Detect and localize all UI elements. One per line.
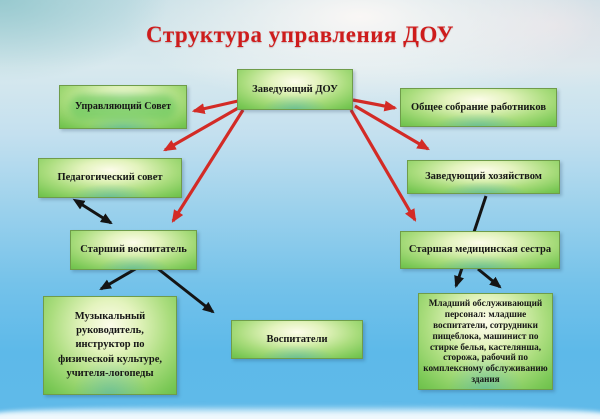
node-label: Младший обслуживающий персонал: младшие … xyxy=(423,298,548,385)
bottom-wave-decoration xyxy=(0,405,600,419)
arrow-starshiy-to-muzykalnyy xyxy=(99,266,138,291)
node-pedsovet: Педагогический совет xyxy=(38,158,182,198)
node-vospitateli: Воспитатели xyxy=(231,320,363,359)
node-zavhoz: Заведующий хозяйством xyxy=(407,160,560,194)
arrow-head-to-starshiy-vospitatel xyxy=(171,109,245,223)
arrow-head-to-zavhoz xyxy=(354,104,430,151)
page-title: Структура управления ДОУ xyxy=(146,22,454,47)
node-starshiy-vospitatel: Старший воспитатель xyxy=(70,230,197,270)
node-starshaya-medsestra: Старшая медицинская сестра xyxy=(400,231,560,269)
node-label: Заведующий хозяйством xyxy=(425,171,542,183)
arrow-medsestra-to-mladshiy xyxy=(477,267,502,289)
arrow-starshiy-to-vospitateli xyxy=(156,266,215,314)
node-muzykalnyy-rukovoditel: Музыкальный руководитель, инструктор по … xyxy=(43,296,177,395)
node-mladshiy-personal: Младший обслуживающий персонал: младшие … xyxy=(418,293,553,390)
node-label: Общее собрание работников xyxy=(410,101,546,113)
node-label: Управляющий Совет xyxy=(75,100,171,112)
node-label: Старший воспитатель xyxy=(80,244,187,256)
arrow-head-to-medsestra xyxy=(349,109,417,222)
node-label: Музыкальный руководитель, инструктор по … xyxy=(57,311,163,379)
node-upravlyayushchiy-sovet: Управляющий Совет xyxy=(59,85,187,129)
node-zaveduyushchiy-dou: Заведующий ДОУ xyxy=(237,69,353,110)
cloud-highlight xyxy=(69,94,177,121)
arrow-head-to-sovet xyxy=(191,99,239,114)
node-label: Старшая медицинская сестра xyxy=(408,244,552,256)
node-label: Педагогический совет xyxy=(57,172,163,184)
arrow-pedsovet-starshiy-two-way xyxy=(72,198,113,225)
arrow-head-to-pedsovet xyxy=(163,105,241,152)
node-label: Воспитатели xyxy=(266,333,328,345)
node-obshchee-sobranie: Общее собрание работников xyxy=(400,88,557,127)
arrow-head-to-sobranie xyxy=(352,98,398,112)
node-label: Заведующий ДОУ xyxy=(252,83,338,95)
